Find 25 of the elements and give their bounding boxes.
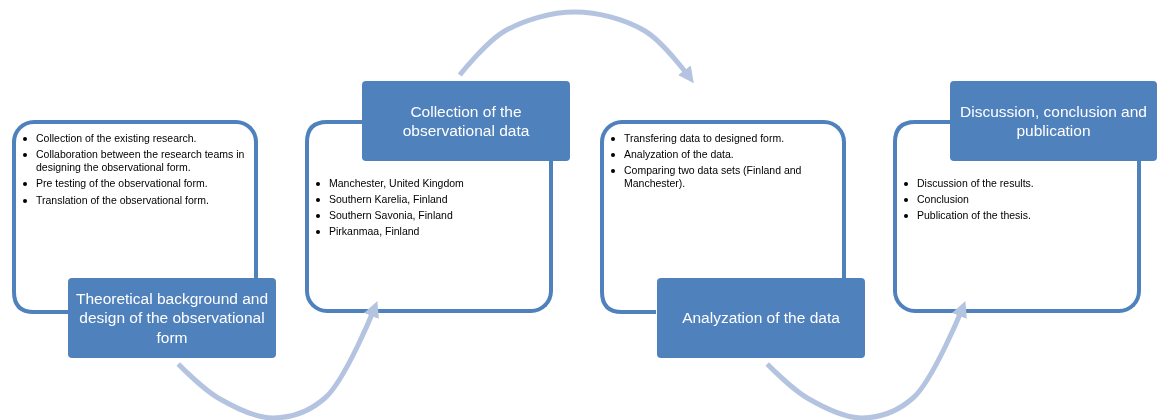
bullet-text: Analyzation of the data. bbox=[624, 148, 734, 161]
stage-title-box: Analyzation of the data bbox=[657, 278, 865, 358]
stage-title-box: Discussion, conclusion and publication bbox=[950, 81, 1157, 161]
bullet-text: Southern Savonia, Finland bbox=[329, 209, 453, 222]
curved-arrow bbox=[457, 9, 694, 84]
bullet-text: Conclusion bbox=[917, 193, 969, 206]
bullet-text: Collaboration between the research teams in designing the observational form. bbox=[36, 148, 245, 174]
bullet-text: Southern Karelia, Finland bbox=[329, 193, 448, 206]
bullet-text: Publication of the thesis. bbox=[917, 209, 1031, 222]
bullet-text: Pirkanmaa, Finland bbox=[329, 225, 420, 238]
bullet-text: Pre testing of the observational form. bbox=[36, 177, 208, 190]
list-panel bbox=[12, 120, 258, 278]
list-panel bbox=[305, 161, 553, 313]
curved-arrow bbox=[176, 301, 379, 420]
bullet-text: Manchester, United Kingdom bbox=[329, 177, 464, 189]
stage-title-box: Collection of the observational data bbox=[362, 81, 570, 161]
bullet-text: Translation of the observational form. bbox=[36, 193, 209, 206]
bullet-text: Transfering data to designed form. bbox=[624, 132, 785, 144]
list-panel bbox=[600, 120, 846, 278]
bullet-text: Collection of the existing research. bbox=[36, 132, 197, 144]
list-panel bbox=[893, 161, 1141, 313]
stage-title-box: Theoretical background and design of the observational form bbox=[68, 278, 276, 358]
bullet-text: Comparing two data sets (Finland and Manchester). bbox=[624, 164, 802, 190]
curved-arrow bbox=[765, 301, 967, 420]
bullet-text: Discussion of the results. bbox=[917, 177, 1034, 189]
